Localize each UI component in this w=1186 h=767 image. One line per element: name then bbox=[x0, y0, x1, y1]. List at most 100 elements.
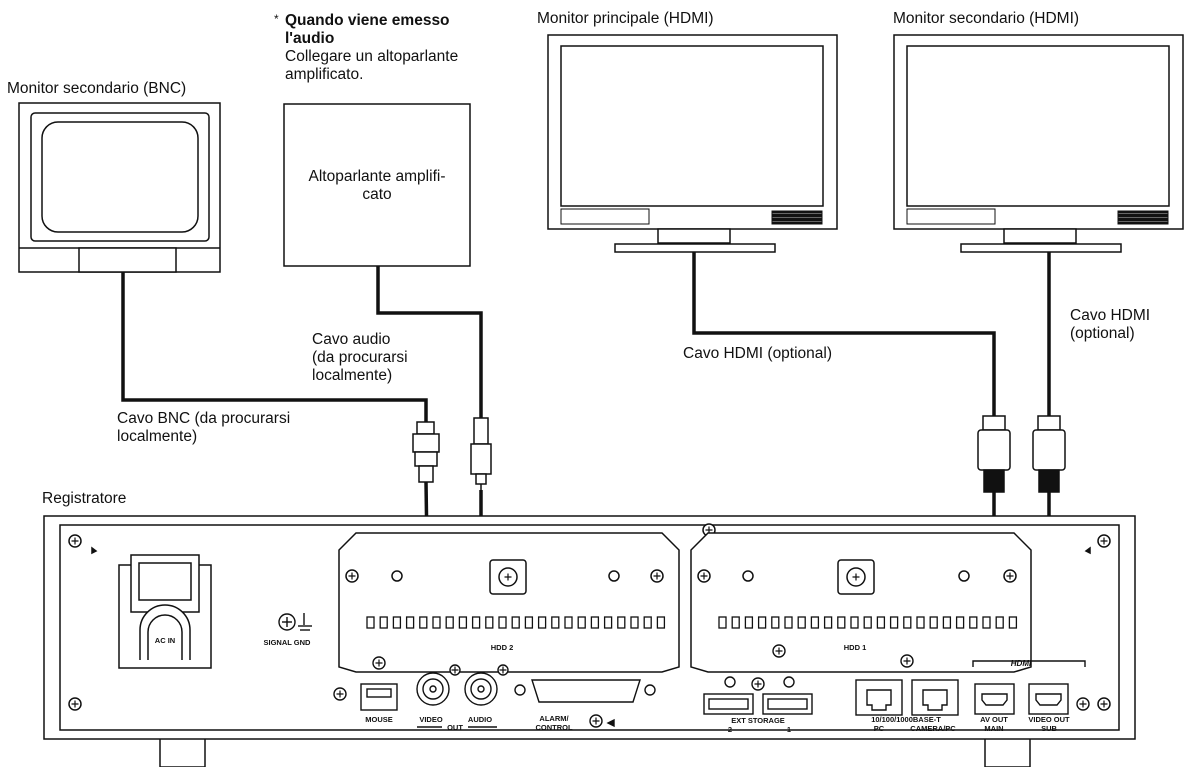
screw-cross bbox=[705, 526, 713, 534]
recorder-label: Registratore bbox=[42, 490, 127, 507]
hdd2-bay bbox=[338, 532, 680, 673]
vent-slot bbox=[903, 616, 912, 629]
vent-slot bbox=[942, 616, 952, 629]
screw-cross bbox=[336, 690, 344, 698]
hdmi-connector-main bbox=[977, 415, 1011, 493]
vent-slot bbox=[757, 616, 767, 629]
video-label: VIDEO bbox=[419, 715, 443, 724]
vent-slot bbox=[392, 616, 402, 629]
screw-cross bbox=[1100, 537, 1108, 545]
signal-gnd-terminal bbox=[278, 613, 312, 631]
screw-cross bbox=[775, 647, 783, 655]
panel-labels: AC IN SIGNAL GND HDD 2 HDD 1 MOUSE VIDEO… bbox=[155, 636, 1070, 734]
vent-slot bbox=[955, 616, 965, 629]
bnc-monitor bbox=[18, 102, 221, 273]
screw-cross bbox=[499, 666, 507, 674]
vent-slot bbox=[458, 616, 468, 629]
ext-storage-label: EXT STORAGE bbox=[731, 716, 785, 725]
screw-cross bbox=[348, 572, 356, 580]
video-out-label-2: SUB bbox=[1041, 724, 1057, 733]
vent-slot bbox=[630, 616, 639, 629]
video-out-label-1: VIDEO OUT bbox=[1028, 715, 1070, 724]
screw-cross bbox=[1100, 700, 1108, 708]
vent-slot bbox=[876, 616, 886, 629]
vent-slot bbox=[419, 616, 428, 629]
rear-connectors bbox=[333, 644, 1090, 728]
screw-cross bbox=[700, 572, 708, 580]
vent-slot bbox=[577, 616, 586, 629]
audio-note-body-2: amplificato. bbox=[285, 66, 364, 83]
screw-cross bbox=[1006, 572, 1014, 580]
vent-slot bbox=[498, 616, 507, 629]
vent-slot bbox=[771, 616, 780, 629]
vent-slot bbox=[432, 616, 441, 629]
vent-slot bbox=[603, 616, 613, 629]
vent-slot bbox=[405, 616, 415, 629]
hdd1-bay bbox=[690, 532, 1032, 673]
main-hdmi-monitor bbox=[547, 34, 838, 253]
bnc-cable-label-1: Cavo BNC (da procurarsi bbox=[117, 410, 291, 427]
audio-label: AUDIO bbox=[468, 715, 492, 724]
vent-slot bbox=[590, 616, 600, 629]
main-monitor-label: Monitor principale (HDMI) bbox=[537, 10, 714, 27]
vent-slot bbox=[969, 616, 978, 629]
speaker-label-1: Altoparlante amplifi- bbox=[308, 168, 446, 185]
hdmi-logo: HDMI bbox=[1011, 659, 1032, 668]
vent-slot bbox=[471, 616, 481, 629]
vent-slot bbox=[379, 616, 388, 629]
hdmi-connector-sub bbox=[1032, 415, 1066, 493]
vent-slot bbox=[889, 616, 899, 629]
vent-slot bbox=[810, 616, 820, 629]
vent-slot bbox=[564, 616, 573, 629]
ac-in-label: AC IN bbox=[155, 636, 175, 645]
bnc-cable-label-2: localmente) bbox=[117, 428, 198, 445]
screw-cross bbox=[375, 659, 383, 667]
lan-pc-label: PC bbox=[874, 724, 885, 733]
screw-cross bbox=[592, 717, 600, 725]
ext-storage-1-label: 1 bbox=[787, 725, 791, 734]
screw-heads bbox=[71, 526, 1108, 725]
vent-slot bbox=[537, 616, 547, 629]
alarm-label-1: ALARM/ bbox=[539, 714, 569, 723]
vent-slot bbox=[366, 616, 375, 629]
screw-cross bbox=[71, 537, 79, 545]
vent-slot bbox=[850, 616, 859, 629]
mouse-label: MOUSE bbox=[365, 715, 393, 724]
vent-slot bbox=[485, 616, 494, 629]
screw-cross bbox=[504, 573, 512, 581]
ac-in-socket bbox=[118, 554, 212, 669]
vent-slot bbox=[995, 616, 1004, 629]
vent-slot bbox=[797, 616, 806, 629]
vent-slot bbox=[982, 616, 991, 629]
alarm-label-2: CONTROL bbox=[535, 723, 572, 732]
audio-note-title-1: Quando viene emesso bbox=[285, 12, 450, 29]
av-out-label-1: AV OUT bbox=[980, 715, 1008, 724]
bnc-monitor-label: Monitor secondario (BNC) bbox=[7, 80, 187, 97]
vent-slot bbox=[863, 616, 872, 629]
hdd2-vent-slots bbox=[366, 616, 666, 629]
vent-slot bbox=[617, 616, 626, 629]
audio-cable-label-3: localmente) bbox=[312, 367, 393, 384]
vent-slot bbox=[445, 616, 454, 629]
secondary-hdmi-monitor-label: Monitor secondario (HDMI) bbox=[893, 10, 1080, 27]
vent-slot bbox=[718, 616, 727, 629]
vent-slot bbox=[1008, 616, 1018, 629]
secondary-hdmi-monitor bbox=[893, 34, 1184, 253]
av-out-label-2: MAIN bbox=[984, 724, 1003, 733]
hdd1-label: HDD 1 bbox=[844, 643, 867, 652]
bnc-connector bbox=[412, 421, 440, 483]
screw-cross bbox=[903, 657, 911, 665]
screw-cross bbox=[653, 572, 661, 580]
vent-slot bbox=[643, 616, 652, 629]
vent-slot bbox=[784, 616, 793, 629]
screw-cross bbox=[1079, 700, 1087, 708]
vent-slot bbox=[731, 616, 740, 629]
rca-connector bbox=[470, 417, 492, 492]
audio-cable-label-2: (da procurarsi bbox=[312, 349, 408, 366]
screw-cross bbox=[754, 680, 762, 688]
vent-slot bbox=[551, 616, 560, 629]
out-label: OUT bbox=[447, 723, 463, 732]
vent-slot bbox=[823, 616, 833, 629]
vent-slot bbox=[524, 616, 534, 629]
audio-note-asterisk: * bbox=[274, 12, 279, 26]
